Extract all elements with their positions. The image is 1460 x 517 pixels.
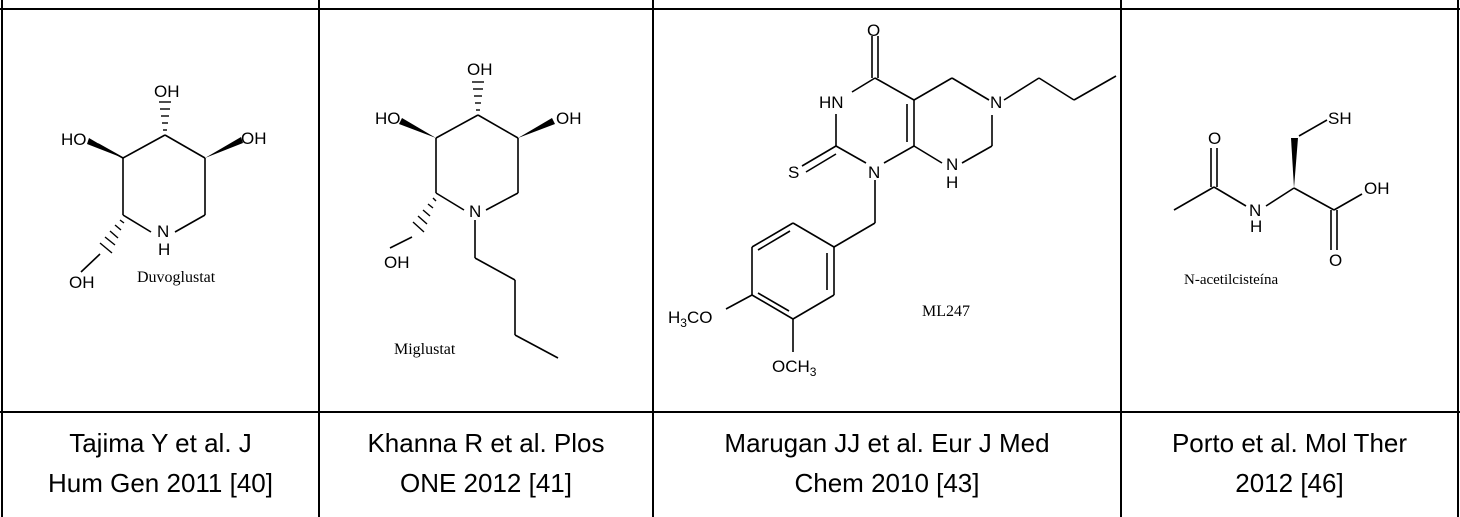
- duvoglustat-bonds: [80, 134, 206, 273]
- table-border-left: [1, 0, 3, 517]
- atom-label: N: [990, 93, 1002, 112]
- table-border-top: [0, 8, 1460, 10]
- atom-label-h3co: H3CO: [668, 308, 712, 330]
- structure-miglustat: OH HO OH N OH Miglustat: [375, 60, 582, 359]
- wedge-bond: [87, 138, 123, 158]
- atom-label: OH: [154, 82, 180, 101]
- hash-bond: [99, 219, 125, 254]
- compound-name: Duvoglustat: [137, 269, 216, 286]
- citation-cell-porto: Porto et al. Mol Ther 2012 [46]: [1122, 414, 1457, 514]
- table-column-divider: [1120, 0, 1122, 517]
- atom-label-och3: OCH3: [772, 357, 817, 379]
- atom-label: N: [1249, 201, 1261, 220]
- citation-line: Hum Gen 2011 [40]: [48, 468, 273, 498]
- structure-n-acetilcisteina: O SH N H OH O N-acetilcisteína: [1173, 109, 1390, 288]
- atom-label: SH: [1328, 109, 1352, 128]
- compound-name: Miglustat: [394, 341, 456, 358]
- citation-line: Marugan JJ et al. Eur J Med: [724, 428, 1050, 458]
- atom-label: H: [946, 173, 958, 192]
- citation-line: Khanna R et al. Plos: [367, 428, 605, 458]
- atom-label: O: [1208, 129, 1221, 148]
- atom-label: OH: [467, 60, 493, 79]
- atom-label: N: [469, 202, 481, 221]
- atom-label: O: [1329, 251, 1342, 270]
- atom-label: OH: [556, 109, 582, 128]
- structure-ml247: O HN N S N N H H3CO OCH3 ML247: [668, 21, 1117, 379]
- atom-label: OH: [69, 273, 95, 292]
- compound-name: N-acetilcisteína: [1184, 272, 1278, 288]
- citation-cell-marugan: Marugan JJ et al. Eur J Med Chem 2010 [4…: [654, 414, 1120, 514]
- miglustat-bonds: [389, 114, 559, 359]
- table-border-right: [1457, 0, 1459, 517]
- citation-line: ONE 2012 [41]: [399, 468, 572, 498]
- wedge-bond: [1291, 138, 1298, 188]
- atom-label: OH: [241, 129, 267, 148]
- compound-name: ML247: [922, 303, 970, 320]
- atom-label: N: [868, 163, 880, 182]
- atom-label: N: [946, 155, 958, 174]
- ml247-bonds: [725, 36, 1117, 352]
- hash-bond: [472, 81, 484, 111]
- citation-line: Tajima Y et al. J: [69, 428, 252, 458]
- atom-label: HO: [61, 130, 87, 149]
- atom-label: H: [1250, 217, 1262, 236]
- wedge-bond: [518, 118, 555, 138]
- atom-label: OH: [384, 253, 410, 272]
- wedge-bond: [205, 137, 243, 158]
- atom-label: S: [788, 163, 799, 182]
- citation-line: Chem 2010 [43]: [794, 468, 980, 498]
- structure-duvoglustat: OH HO OH N H OH Duvoglustat: [61, 82, 267, 292]
- citation-cell-khanna: Khanna R et al. Plos ONE 2012 [41]: [320, 414, 652, 514]
- citation-cell-tajima: Tajima Y et al. J Hum Gen 2011 [40]: [3, 414, 318, 514]
- nac-bonds: [1173, 119, 1363, 250]
- atom-label: HO: [375, 109, 401, 128]
- atom-label: N: [157, 222, 169, 241]
- table-column-divider: [318, 0, 320, 517]
- citation-line: 2012 [46]: [1235, 468, 1344, 498]
- wedge-bond: [399, 118, 436, 138]
- table-row-divider: [0, 411, 1460, 413]
- atom-label: HN: [819, 93, 844, 112]
- table-column-divider: [652, 0, 654, 517]
- atom-label: H: [158, 240, 170, 259]
- atom-label: O: [867, 21, 880, 40]
- hash-bond: [412, 197, 437, 233]
- atom-label: OH: [1364, 179, 1390, 198]
- citation-line: Porto et al. Mol Ther: [1171, 428, 1408, 458]
- hash-bond: [159, 101, 171, 131]
